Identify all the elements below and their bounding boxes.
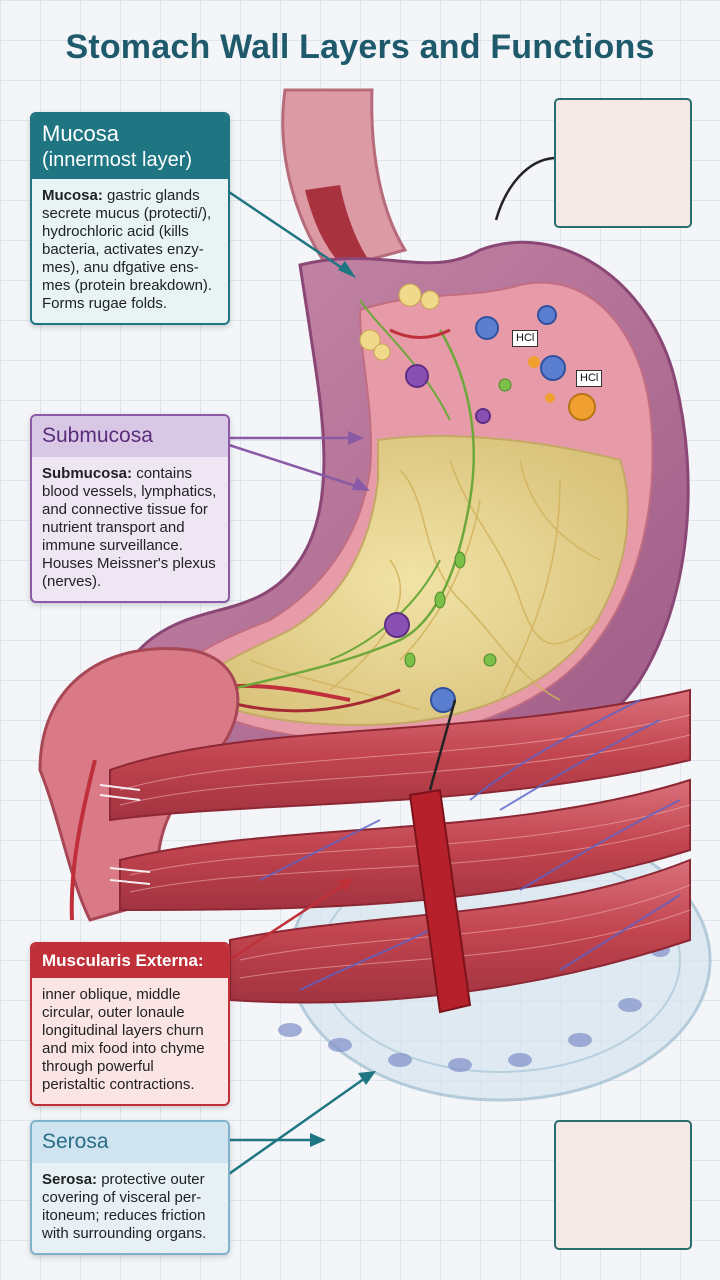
muscularis-label-card: Muscularis Externa: inner oblique, middl… (30, 942, 230, 1106)
submucosa-heading: Submucosa (32, 416, 228, 457)
serosa-text: protective outer covering of visceral pe… (42, 1171, 207, 1242)
muscularis-text: inner oblique, middle circular, outer lo… (42, 986, 205, 1093)
mucosa-heading: Mucosa (innermost layer) (32, 114, 228, 179)
mucosa-term: Mucosa: (42, 187, 103, 204)
mucosa-text: gastric glands secrete mucus (protecti/)… (42, 187, 213, 312)
muscularis-heading: Muscularis Externa: (32, 944, 228, 978)
mucosa-subtitle: (innermost layer) (42, 149, 193, 171)
hcl-label: HCl (512, 330, 539, 347)
mucosa-title: Mucosa (42, 121, 120, 146)
muscularis-layer (99, 688, 691, 1014)
submucosa-label-card: Submucosa Submucosa: contains blood vess… (30, 414, 230, 603)
serosa-term: Serosa: (42, 1171, 98, 1188)
page-title: Stomach Wall Layers and Functions (65, 28, 655, 66)
hcl-label: HCl (576, 370, 603, 387)
mucosa-description: Mucosa: gastric glands secrete mucus (pr… (32, 179, 228, 323)
serosa-description: Serosa: protective outer covering of vis… (32, 1163, 228, 1253)
submucosa-text: contains blood vessels, lymphatics, and … (42, 465, 217, 590)
stomach-inset-thumbnail (554, 98, 692, 228)
submucosa-term: Submucosa: (42, 465, 133, 482)
muscle-fiber-inset-thumbnail (554, 1120, 692, 1250)
serosa-heading: Serosa (32, 1122, 228, 1163)
mucosa-label-card: Mucosa (innermost layer) Mucosa: gastric… (30, 112, 230, 325)
muscularis-description: inner oblique, middle circular, outer lo… (32, 978, 228, 1104)
submucosa-description: Submucosa: contains blood vessels, lymph… (32, 457, 228, 601)
serosa-label-card: Serosa Serosa: protective outer covering… (30, 1120, 230, 1255)
